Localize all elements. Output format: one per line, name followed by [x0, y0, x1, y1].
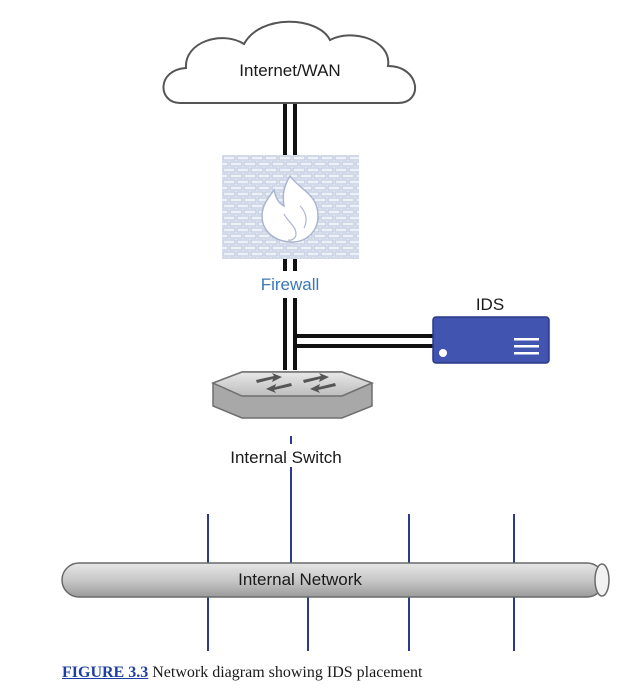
- switch-arrows-icon: [256, 373, 336, 393]
- internal-network-bus: Internal Network: [61, 562, 610, 598]
- internet-label: Internet/WAN: [239, 61, 340, 80]
- ids-appliance: [432, 316, 550, 364]
- ids-power-led: [439, 349, 447, 357]
- firewall-node: Firewall: [222, 155, 359, 294]
- wan-firewall-link: [283, 100, 297, 158]
- firewall-label: Firewall: [261, 275, 320, 294]
- menu-lines-icon: [514, 338, 539, 355]
- switch-label: Internal Switch: [230, 448, 342, 467]
- figure-caption: FIGURE 3.3 Network diagram showing IDS p…: [62, 664, 422, 682]
- internet-cloud: Internet/WAN: [162, 20, 416, 104]
- firewall-switch-link: [283, 259, 297, 370]
- ids-node: IDS: [432, 295, 550, 364]
- figure-ref-link[interactable]: FIGURE 3.3: [62, 664, 149, 681]
- network-drops: [207, 514, 515, 651]
- ids-link: [297, 334, 434, 348]
- caption-text: Network diagram showing IDS placement: [148, 664, 423, 681]
- switch-node: Internal Switch: [211, 371, 375, 467]
- network-label: Internal Network: [238, 570, 362, 589]
- flame-icon: [261, 174, 319, 243]
- ids-label: IDS: [476, 295, 504, 314]
